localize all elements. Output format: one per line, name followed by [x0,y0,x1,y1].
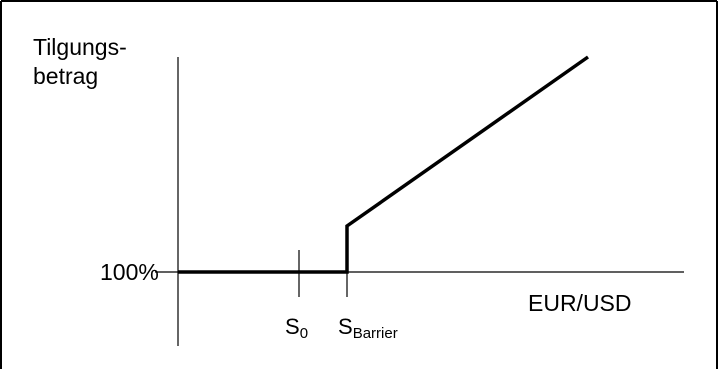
x-mark-label-s0: S0 [285,314,308,342]
payoff-line [178,55,590,274]
y-axis-label-line-2: betrag [33,63,98,89]
y-axis-label-line-1: Tilgungs- [33,34,127,60]
x-mark-sbarrier-base: S [338,314,353,339]
x-mark-sbarrier-sub: Barrier [353,325,398,342]
x-mark-s0-sub: 0 [300,325,308,342]
x-mark-label-sbarrier: SBarrier [338,314,398,342]
x-axis-label: EUR/USD [528,290,632,316]
y-tick-label-100: 100% [100,259,159,285]
x-mark-s0-base: S [285,314,300,339]
